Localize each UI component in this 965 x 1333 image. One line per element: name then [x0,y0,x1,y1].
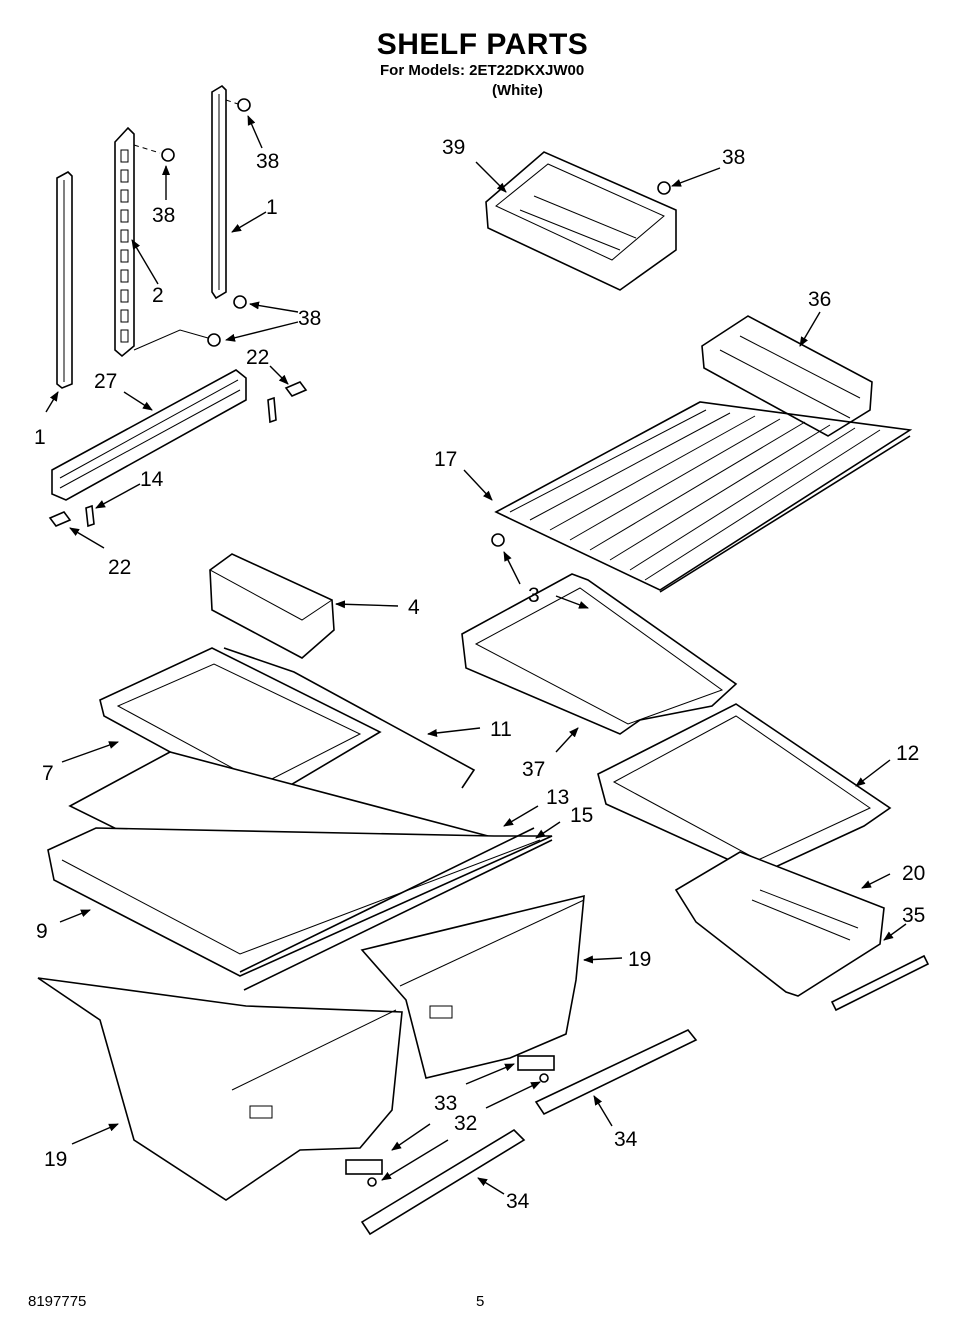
callout-2: 2 [152,284,164,307]
callout-14: 14 [140,468,164,491]
screw-part-38-tray [657,181,671,195]
callout-3: 3 [528,584,540,607]
callout-22: 22 [108,556,131,579]
callout-38: 38 [256,150,279,173]
trim-part-35 [830,954,930,1012]
callout-38: 38 [722,146,745,169]
crisper-drawer-part-19-left [37,977,403,1201]
callout-38: 38 [152,204,175,227]
leader-lines [45,115,907,1195]
page-number: 5 [476,1293,485,1310]
callout-7: 7 [42,762,54,785]
callout-4: 4 [408,596,420,619]
rail-part-2 [114,126,135,358]
callout-12: 12 [896,742,919,765]
callout-38: 38 [298,307,321,330]
crisper-drawer-part-19-right [360,894,585,1079]
callout-13: 13 [546,786,569,809]
ice-tray-part-36 [701,315,873,437]
callout-33: 33 [434,1092,457,1115]
callout-20: 20 [902,862,925,885]
models-line: For Models: 2ET22DKXJW00 [380,62,585,79]
document-number: 8197775 [28,1293,87,1310]
screw-part-38 [133,98,251,351]
meat-drawer-part-20 [674,851,885,997]
glass-shelf-part-11 [223,647,476,789]
shelf-frame-part-7 [99,647,382,803]
drawer-frame-part-12 [597,703,892,875]
callout-15: 15 [570,804,593,827]
callout-labels: 1 1 2 3 4 7 9 11 12 13 14 15 17 19 19 20… [34,136,925,1213]
callout-19: 19 [44,1148,67,1171]
bin-part-4 [209,553,335,659]
callout-9: 9 [36,920,48,943]
trim-strip-part-34 [360,1029,698,1236]
strip-part-15 [243,839,553,991]
clip-part-33 [345,1055,555,1175]
callout-35: 35 [902,904,925,927]
callout-36: 36 [808,288,831,311]
clip-part-14 [85,396,277,528]
callout-1: 1 [34,426,46,449]
wire-shelf-part-17 [494,401,913,593]
callout-17: 17 [434,448,457,471]
cover-frame-part-9 [47,827,553,977]
callout-1: 1 [266,196,278,219]
callout-37: 37 [522,758,545,781]
color-line: (White) [492,82,543,99]
rail-left-part-1 [56,171,73,389]
rail-right-part-1 [211,84,227,300]
shelf-part-37 [461,573,738,735]
callout-22: 22 [246,346,269,369]
callout-11: 11 [490,718,512,741]
page-title: SHELF PARTS [376,28,589,61]
strip-part-13 [239,827,535,973]
callout-34: 34 [614,1128,638,1151]
tray-part-39 [485,151,677,291]
clip-part-32 [367,1073,549,1187]
screw-part-22 [48,381,308,527]
callout-27: 27 [94,370,117,393]
callout-19: 19 [628,948,651,971]
callout-34: 34 [506,1190,530,1213]
callout-39: 39 [442,136,465,159]
front-bracket-part-27 [51,369,247,501]
callout-32: 32 [454,1112,477,1135]
